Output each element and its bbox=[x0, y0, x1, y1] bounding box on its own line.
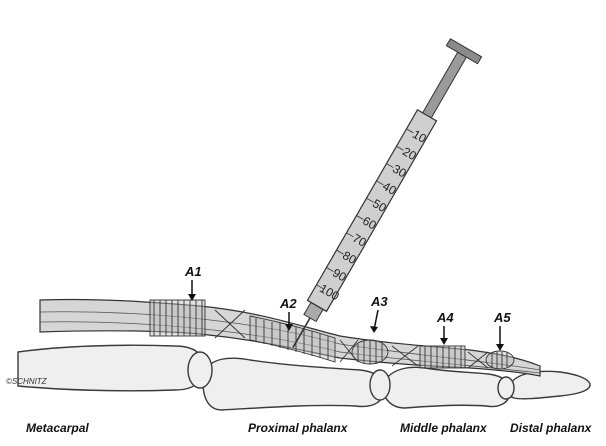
pip-joint bbox=[369, 369, 391, 401]
syringe-scale-label: 60 bbox=[360, 214, 379, 233]
cruciate-pulley bbox=[214, 309, 246, 339]
a5-pulley bbox=[485, 350, 515, 370]
proximal-phalanx-bone bbox=[202, 357, 385, 411]
a2-pulley bbox=[249, 315, 336, 363]
bone-labels: Metacarpal Proximal phalanx Middle phala… bbox=[26, 421, 593, 435]
syringe-scale-label: 40 bbox=[380, 179, 399, 198]
a1-pulley bbox=[149, 299, 206, 337]
arrowhead-a5 bbox=[496, 344, 504, 351]
syringe-scale-label: 20 bbox=[400, 144, 419, 163]
bone-label-metacarpal: Metacarpal bbox=[26, 421, 89, 435]
arrowhead-a3 bbox=[370, 326, 378, 333]
bone-label-proximal: Proximal phalanx bbox=[248, 421, 349, 435]
syringe-scale-label: 10 bbox=[410, 127, 429, 146]
pulley-bands bbox=[149, 299, 515, 370]
syringe-scale-label: 30 bbox=[390, 162, 409, 181]
pulley-label-a4: A4 bbox=[436, 310, 454, 325]
syringe-scale-label: 50 bbox=[370, 196, 389, 215]
bone-label-distal: Distal phalanx bbox=[510, 421, 593, 435]
dip-joint bbox=[497, 376, 515, 400]
a4-pulley bbox=[419, 345, 466, 369]
a3-pulley bbox=[351, 339, 389, 365]
cruciate-pulley bbox=[339, 339, 359, 363]
pulley-label-a3: A3 bbox=[370, 294, 388, 309]
middle-phalanx-bone bbox=[382, 366, 512, 409]
cruciate-pulley bbox=[467, 351, 489, 369]
syringe-thumb-rest bbox=[445, 38, 483, 65]
arrowhead-a2 bbox=[285, 324, 293, 331]
cruciate-pulley bbox=[391, 345, 419, 367]
mcp-joint bbox=[187, 351, 213, 389]
pulley-label-a1: A1 bbox=[184, 264, 202, 279]
tendon-fibre bbox=[39, 321, 541, 374]
syringe-scale-label: 90 bbox=[330, 266, 349, 285]
syringe-plunger bbox=[421, 51, 468, 119]
tendon-sheath bbox=[39, 298, 541, 377]
artist-credit: ©SCHNITZ bbox=[6, 377, 48, 386]
flexor-tendon bbox=[39, 298, 541, 377]
arrowhead-a1 bbox=[188, 294, 196, 301]
syringe-needle bbox=[292, 317, 311, 348]
syringe-ticks bbox=[316, 128, 414, 290]
pulley-label-a5: A5 bbox=[493, 310, 511, 325]
distal-phalanx-bone bbox=[507, 370, 591, 400]
syringe-scale-label: 70 bbox=[350, 231, 369, 250]
arrowhead-a4 bbox=[440, 338, 448, 345]
pulley-label-a2: A2 bbox=[279, 296, 297, 311]
bones bbox=[17, 344, 591, 411]
pulley-labels: A1 A2 A3 A4 A5 bbox=[184, 264, 511, 351]
bone-label-middle: Middle phalanx bbox=[400, 421, 488, 435]
syringe-scale-label: 80 bbox=[340, 248, 359, 267]
